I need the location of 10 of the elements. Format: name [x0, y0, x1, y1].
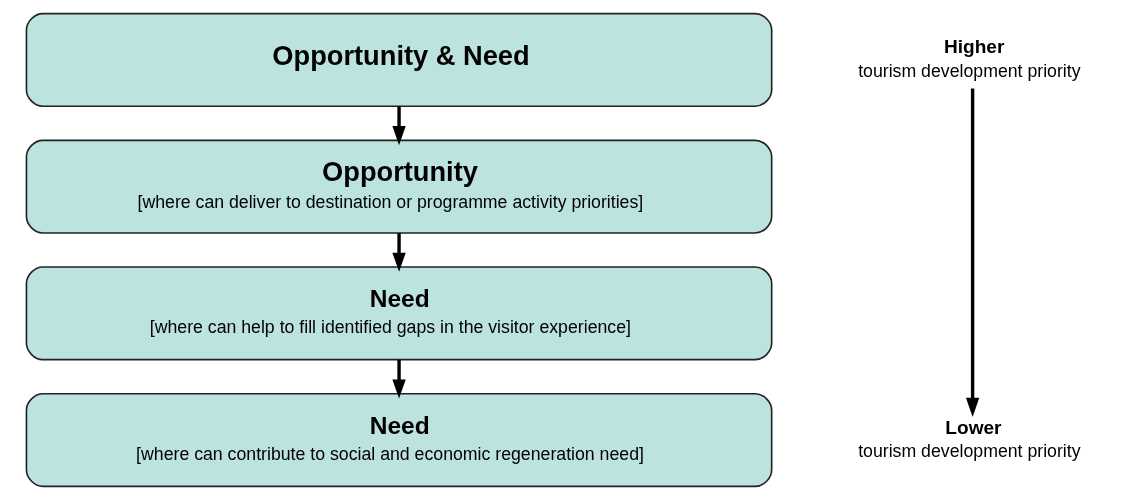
node-box: Need [where can contribute to social and economic regeneration need] [25, 392, 773, 488]
node-box: Opportunity & Need [25, 12, 773, 108]
arrow [392, 233, 406, 272]
node-text: Lower tourism development priority [858, 416, 1081, 461]
node-box: Need [where can help to fill identified gaps in the visitor experience] [25, 266, 773, 361]
arrow [965, 88, 980, 417]
arrow [392, 359, 406, 399]
node-text: Higher tourism development priority [858, 36, 1081, 81]
node-box: Opportunity [where can deliver to destination or programme activity priorities] [25, 139, 773, 234]
arrow [392, 106, 406, 146]
